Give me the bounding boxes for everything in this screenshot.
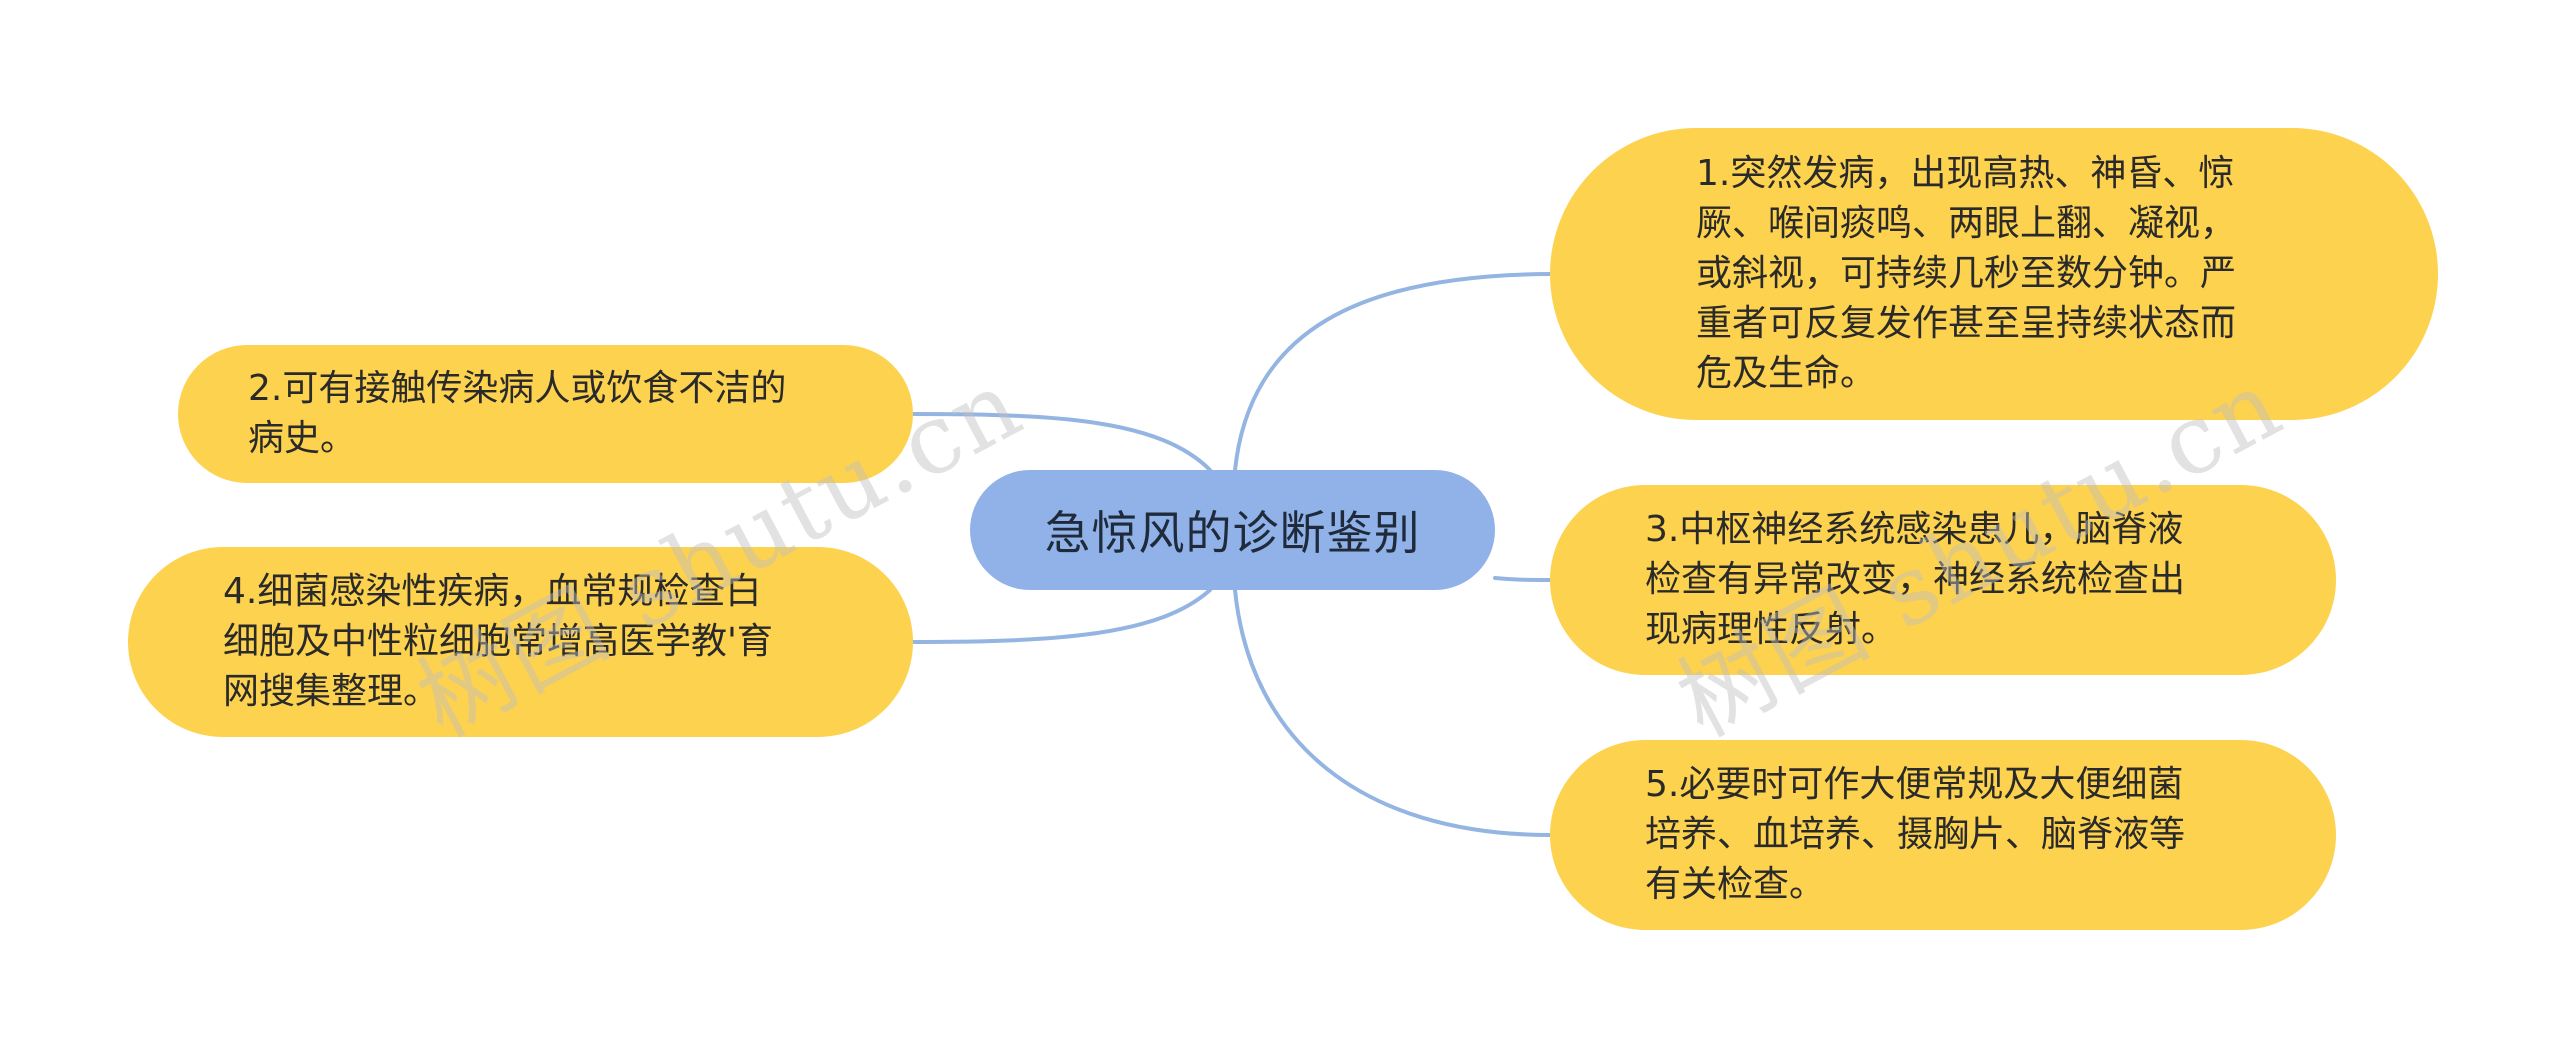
branch-topic-3[interactable]: 3.中枢神经系统感染患儿，脑脊液 检查有异常改变，神经系统检查出 现病理性反射。 xyxy=(1550,485,2336,675)
connector-branch-5 xyxy=(1233,588,1552,837)
connector-branch-1 xyxy=(1233,272,1552,472)
branch-topic-3-label: 3.中枢神经系统感染患儿，脑脊液 检查有异常改变，神经系统检查出 现病理性反射。 xyxy=(1645,509,2186,650)
branch-topic-5-label: 5.必要时可作大便常规及大便细菌 培养、血培养、摄胸片、脑脊液等 有关检查。 xyxy=(1645,764,2186,905)
branch-topic-1-label: 1.突然发病，出现高热、神昏、惊 厥、喉间痰鸣、两眼上翻、凝视， 或斜视，可持续… xyxy=(1696,153,2237,394)
branch-topic-4[interactable]: 4.细菌感染性疾病，血常规检查白 细胞及中性粒细胞常增高医学教'育 网搜集整理。 xyxy=(128,547,913,737)
branch-topic-1[interactable]: 1.突然发病，出现高热、神昏、惊 厥、喉间痰鸣、两眼上翻、凝视， 或斜视，可持续… xyxy=(1550,128,2438,420)
branch-topic-4-label: 4.细菌感染性疾病，血常规检查白 细胞及中性粒细胞常增高医学教'育 网搜集整理。 xyxy=(223,571,773,712)
connector-branch-4 xyxy=(911,588,1212,644)
central-topic-label: 急惊风的诊断鉴别 xyxy=(1044,506,1421,560)
branch-topic-2[interactable]: 2.可有接触传染病人或饮食不洁的 病史。 xyxy=(178,345,913,483)
connector-branch-2 xyxy=(911,412,1212,472)
central-topic[interactable]: 急惊风的诊断鉴别 xyxy=(970,470,1495,590)
connector-branch-3 xyxy=(1493,576,1552,582)
branch-topic-2-label: 2.可有接触传染病人或饮食不洁的 病史。 xyxy=(248,368,787,459)
branch-topic-5[interactable]: 5.必要时可作大便常规及大便细菌 培养、血培养、摄胸片、脑脊液等 有关检查。 xyxy=(1550,740,2336,930)
